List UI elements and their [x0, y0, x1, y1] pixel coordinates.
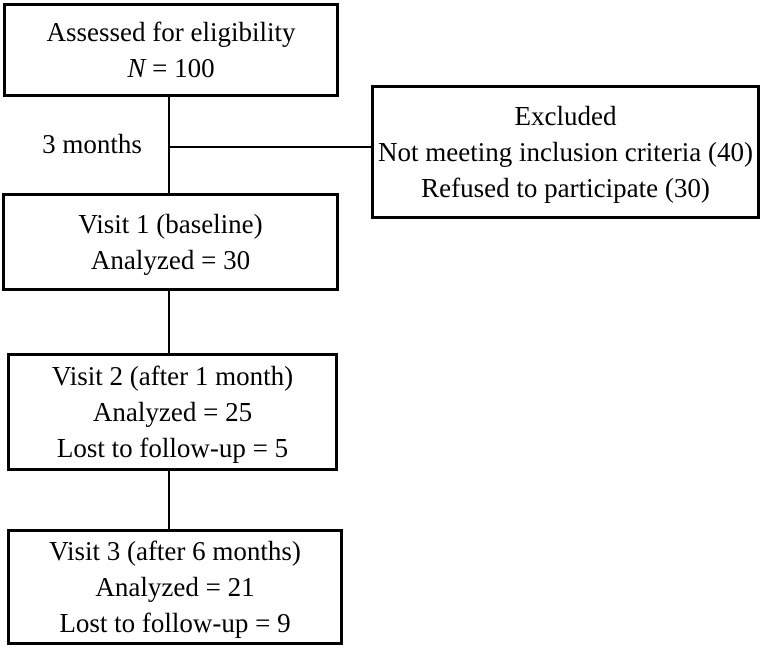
- visit2-analyzed-count: Analyzed = 25: [92, 397, 253, 427]
- visit3-analyzed-count: Analyzed = 21: [95, 572, 255, 602]
- visit2-box: Visit 2 (after 1 month) Analyzed = 25 Lo…: [7, 353, 338, 471]
- excluded-box: Excluded Not meeting inclusion criteria …: [371, 85, 760, 219]
- assessed-eligibility-box: Assessed for eligibility N = 100: [3, 3, 339, 97]
- assessed-title: Assessed for eligibility: [46, 17, 296, 47]
- visit3-title: Visit 3 (after 6 months): [49, 536, 301, 566]
- visit1-analyzed-count: Analyzed = 30: [90, 245, 251, 275]
- timepoint-label: 3 months: [42, 129, 142, 159]
- excluded-reason-refused: Refused to participate (30): [421, 173, 710, 203]
- visit1-title: Visit 1 (baseline): [78, 209, 263, 239]
- visit3-lost-to-followup-count: Lost to follow-up = 9: [59, 608, 291, 638]
- visit3-box: Visit 3 (after 6 months) Analyzed = 21 L…: [7, 529, 343, 645]
- excluded-reason-inclusion-criteria: Not meeting inclusion criteria (40): [378, 137, 753, 167]
- connector-visit2-to-visit3: [168, 470, 170, 530]
- excluded-title: Excluded: [514, 101, 617, 131]
- visit2-title: Visit 2 (after 1 month): [51, 361, 294, 391]
- n-symbol: N: [127, 53, 146, 83]
- connector-branch-to-excluded: [169, 146, 372, 148]
- connector-visit1-to-visit2: [168, 290, 170, 354]
- visit2-lost-to-followup-count: Lost to follow-up = 5: [56, 433, 289, 463]
- assessed-count: N = 100: [127, 50, 214, 86]
- visit1-baseline-box: Visit 1 (baseline) Analyzed = 30: [2, 193, 339, 291]
- n-count-value: = 100: [145, 53, 215, 83]
- connector-assessed-to-visit1: [168, 96, 170, 194]
